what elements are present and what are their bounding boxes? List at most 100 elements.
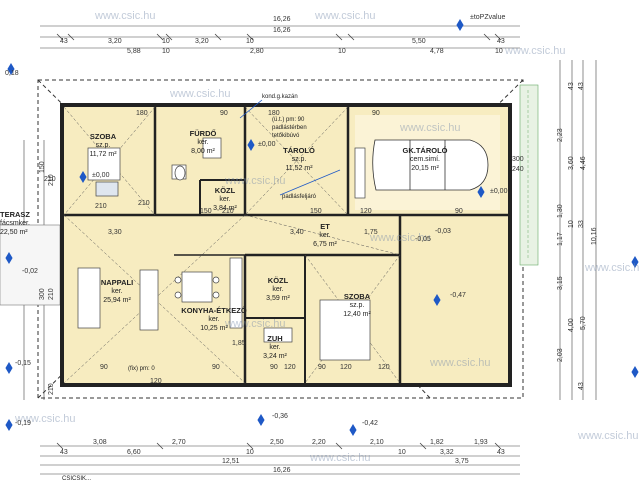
room-floor-type: ker. — [272, 286, 284, 293]
inner-dim: 150 — [310, 208, 322, 215]
room-name: KÖZL — [214, 186, 236, 195]
watermark: www.csic.hu — [370, 232, 431, 244]
room-name: TÁROLÓ — [283, 146, 315, 155]
room-area: 3,59 m² — [266, 295, 290, 302]
bottom-caption: CSICSIK... — [62, 476, 92, 482]
right-dim: 2,03 — [557, 348, 564, 362]
left-dim: 150 — [39, 161, 46, 173]
room-floor-type: sz.p. — [291, 156, 307, 163]
top-dim: 2,80 — [250, 48, 264, 55]
inner-dim: 150 — [200, 208, 212, 215]
watermark: www.csic.hu — [225, 318, 286, 330]
right-dim: 3,15 — [557, 276, 564, 290]
right-dim: 4,46 — [580, 156, 587, 170]
leader-lines — [239, 99, 341, 196]
bottom-total-dim: 16,26 — [273, 467, 291, 474]
room-label-kozl: KÖZL ker. 3,59 m² — [258, 276, 298, 303]
left-dim: 210 — [48, 288, 55, 300]
room-area: 10,25 m² — [200, 325, 228, 332]
room-name: KONYHA-ÉTKEZŐ — [181, 306, 247, 315]
bottom-dim: 3,75 — [455, 458, 469, 465]
car-outline — [372, 139, 489, 191]
inner-dim: 240 — [512, 166, 524, 173]
room-floor-type: sz.p. — [349, 302, 365, 309]
level-label: -0,15 — [15, 360, 31, 367]
room-area: 11,52 m² — [285, 165, 313, 172]
top-label: ±toPZvalue — [470, 14, 506, 21]
room-label-nappali: NAPPALI ker. 25,94 m² — [92, 278, 142, 305]
watermark: www.csic.hu — [170, 88, 231, 100]
room-label-szoba: SZOBA sz.p. 11,72 m² — [78, 132, 128, 159]
terrace-label: TERASZ fácsmker. 22,50 m² — [0, 210, 52, 237]
terrace-area — [0, 224, 61, 306]
right-dim: 2,23 — [557, 128, 564, 142]
inner-dim: 90 — [212, 364, 220, 371]
watermark: www.csic.hu — [315, 10, 376, 22]
top-dim: 10 — [246, 38, 254, 45]
room-label-szoba: SZOBA sz.p. 12,40 m² — [332, 292, 382, 319]
inner-dim: 3,40 — [290, 229, 304, 236]
room-area: 6,75 m² — [313, 241, 337, 248]
level-markers — [5, 19, 639, 436]
inner-dim: 210 — [222, 208, 234, 215]
note-padlasfeljaro: padlásfeljáró — [282, 194, 317, 200]
bottom-dim: 2,20 — [312, 439, 326, 446]
bottom-dim: 10 — [398, 449, 406, 456]
bottom-dim: 12,51 — [222, 458, 240, 465]
inner-dim: 300 — [512, 156, 524, 163]
right-dim: 3,60 — [568, 156, 575, 170]
watermark: www.csic.hu — [15, 413, 76, 425]
top-dim: 43 — [497, 38, 505, 45]
top-dim: 3,20 — [195, 38, 209, 45]
inner-dim: 90 — [372, 110, 380, 117]
room-area: 11,72 m² — [89, 151, 117, 158]
room-floor-type: fácsmker. — [0, 220, 30, 227]
inner-dim: 120 — [284, 364, 296, 371]
right-dim: 1,17 — [557, 232, 564, 246]
right-dim: 10,16 — [591, 227, 598, 245]
driveway — [519, 84, 539, 266]
right-dim: 5,70 — [580, 316, 587, 330]
walls — [60, 103, 512, 387]
room-label-zuh: ZUH ker. 3,24 m² — [255, 334, 295, 361]
room-label-tarolo: TÁROLÓ sz.p. 11,52 m² — [272, 146, 326, 173]
inner-dim: 90 — [270, 364, 278, 371]
watermark: www.csic.hu — [430, 357, 491, 369]
watermark: www.csic.hu — [225, 175, 286, 187]
room-name: ET — [320, 222, 330, 231]
inner-dim: 180 — [268, 110, 280, 117]
bottom-dim: 1,82 — [430, 439, 444, 446]
room-floor-type: cem.simí. — [410, 156, 440, 163]
level-label: -0,03 — [435, 228, 451, 235]
right-dim: 10 — [568, 220, 575, 228]
inner-dim: 90 — [455, 208, 463, 215]
level-label: -0,36 — [272, 413, 288, 420]
bottom-dim: 10 — [246, 449, 254, 456]
room-floor-type: ker. — [319, 232, 331, 239]
room-label-furdo: FÜRDŐ ker. 8,00 m² — [178, 129, 228, 156]
inner-dim: 210 — [95, 203, 107, 210]
inner-dim: 3,30 — [108, 229, 122, 236]
inner-dim: 120 — [360, 208, 372, 215]
bottom-dim: 3,32 — [440, 449, 454, 456]
right-dim: 43 — [578, 382, 585, 390]
inner-dim: 210 — [138, 200, 150, 207]
room-floor-type: ker. — [197, 139, 209, 146]
watermark: www.csic.hu — [578, 430, 639, 442]
top-dim: 43 — [60, 38, 68, 45]
inner-dim: 120 — [340, 364, 352, 371]
room-area: 25,94 m² — [103, 297, 131, 304]
inner-dim: 210 — [44, 176, 56, 183]
room-label-konyha: KONYHA-ÉTKEZŐ ker. 10,25 m² — [178, 306, 250, 333]
room-name: TERASZ — [0, 210, 30, 219]
inner-dim: 90 — [100, 364, 108, 371]
bottom-dim: 3,08 — [93, 439, 107, 446]
bottom-dim: 43 — [497, 449, 505, 456]
bottom-dim: 6,60 — [127, 449, 141, 456]
inner-dim: 1,75 — [364, 229, 378, 236]
note-padlas: padlástérben — [272, 125, 307, 131]
level-label: -0,02 — [22, 268, 38, 275]
left-dim: 210 — [48, 383, 55, 395]
top-total-dim: 16,26 — [273, 16, 291, 23]
note-padlas: (ü.t.) pm: 90 — [272, 117, 305, 123]
